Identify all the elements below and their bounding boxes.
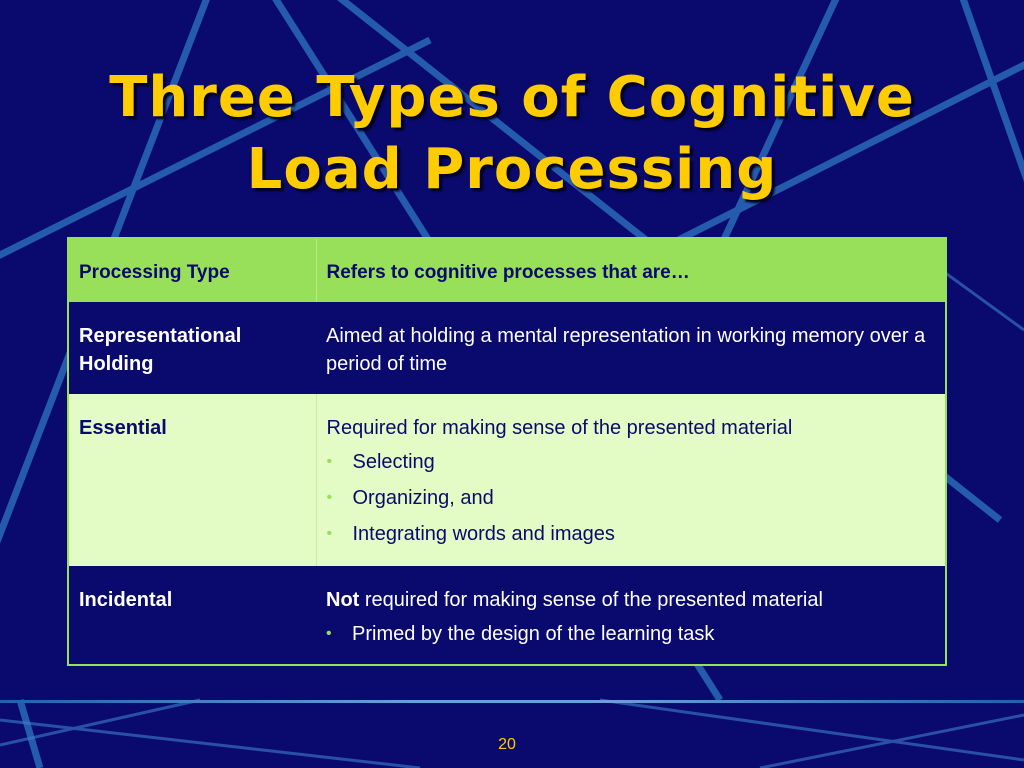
footer-divider	[0, 700, 1024, 703]
list-item: • Primed by the design of the learning ta…	[326, 620, 935, 648]
row-description-cell: Not required for making sense of the pre…	[316, 566, 946, 665]
bullet-icon: •	[326, 525, 333, 542]
bullet-icon: •	[326, 489, 333, 506]
row-type-line-2: Holding	[79, 353, 154, 375]
row-description-bold: Not	[326, 589, 360, 611]
table-row: Essential Required for making sense of t…	[68, 394, 946, 566]
bullet-list: • Primed by the design of the learning ta…	[326, 620, 935, 648]
list-item-text: Integrating words and images	[352, 523, 615, 545]
row-type-cell: Essential	[68, 394, 317, 566]
header-processing-type: Processing Type	[68, 238, 317, 302]
row-type-label: Essential	[79, 417, 167, 439]
slide-title-line-1: Three Types of Cognitive	[109, 65, 915, 130]
slide-title: Three Types of Cognitive Load Processing	[0, 62, 1024, 206]
table-header-row: Processing Type Refers to cognitive proc…	[68, 238, 946, 302]
row-type-cell: Incidental	[68, 566, 316, 665]
row-type-label: Incidental	[79, 589, 173, 611]
bullet-icon: •	[326, 453, 333, 470]
list-item-text: Organizing, and	[352, 487, 494, 509]
table-row: Incidental Not required for making sense…	[68, 566, 946, 665]
list-item-text: Primed by the design of the learning tas…	[352, 623, 715, 645]
processing-types-table: Processing Type Refers to cognitive proc…	[67, 237, 947, 666]
row-description-rest: required for making sense of the present…	[359, 589, 823, 611]
row-description-cell: Required for making sense of the present…	[316, 394, 946, 566]
row-description: Required for making sense of the present…	[326, 417, 793, 439]
list-item-text: Selecting	[352, 451, 435, 473]
row-type-line-1: Representational	[79, 325, 242, 347]
page-number: 20	[498, 736, 516, 753]
row-description: Aimed at holding a mental representation…	[316, 302, 946, 394]
list-item: • Organizing, and	[327, 484, 936, 512]
row-type-cell: Representational Holding	[68, 302, 316, 394]
list-item: • Integrating words and images	[327, 520, 936, 548]
list-item: • Selecting	[327, 448, 936, 476]
table-row: Representational Holding Aimed at holdin…	[68, 302, 946, 394]
bullet-icon: •	[326, 625, 332, 642]
row-description: Not required for making sense of the pre…	[326, 586, 935, 614]
header-refers-to: Refers to cognitive processes that are…	[316, 238, 946, 302]
slide-title-line-2: Load Processing	[246, 137, 778, 202]
bullet-list: • Selecting • Organizing, and • Integrating…	[327, 448, 936, 548]
